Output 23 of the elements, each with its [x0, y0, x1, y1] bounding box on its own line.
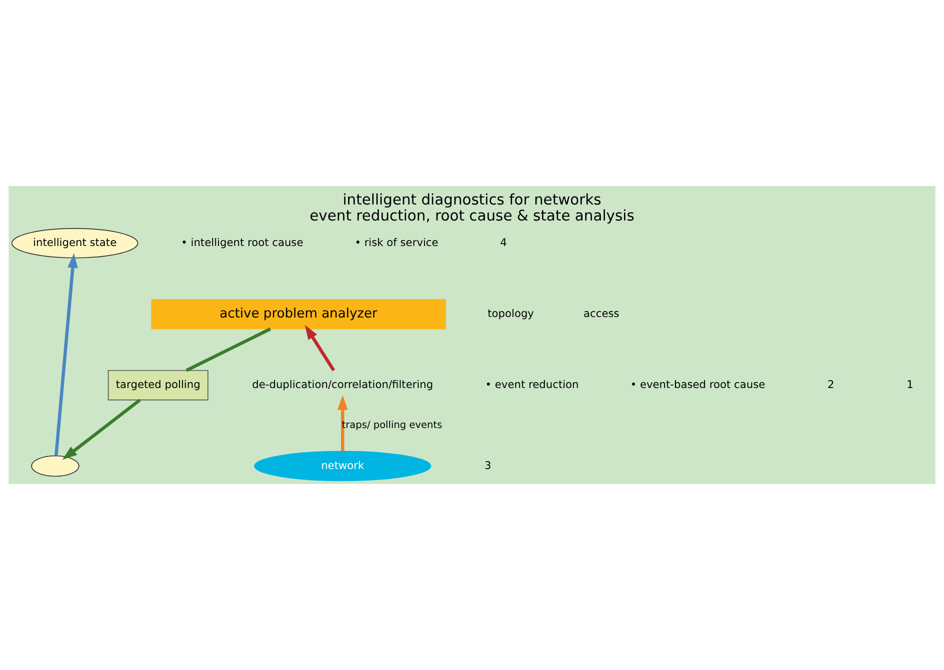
node-box: targeted polling: [108, 370, 208, 400]
label: • risk of service: [354, 236, 438, 249]
node-text: de-duplication/correlation/filtering: [252, 378, 434, 391]
label: • event-based root cause: [630, 378, 766, 391]
label: • intelligent root cause: [181, 236, 304, 249]
label: 1: [906, 378, 914, 391]
arrow: [304, 324, 336, 372]
arrow: [337, 395, 348, 452]
node-ellipse: network: [254, 450, 432, 482]
node-box: active problem analyzer: [151, 299, 446, 330]
label: • event reduction: [485, 378, 579, 391]
caption: event reduction, root cause & state analysis: [310, 208, 634, 225]
node-ellipse: [31, 455, 80, 477]
label: 3: [484, 458, 492, 472]
arrow: [62, 398, 141, 460]
node-ellipse: intelligent state: [11, 228, 138, 258]
label: topology: [488, 306, 534, 320]
diagram-title: intelligent diagnostics for networks: [342, 191, 602, 208]
label: 4: [500, 236, 507, 249]
label: access: [584, 306, 620, 320]
connector: [186, 327, 272, 372]
arrow: [54, 253, 78, 456]
label: 2: [827, 378, 834, 391]
